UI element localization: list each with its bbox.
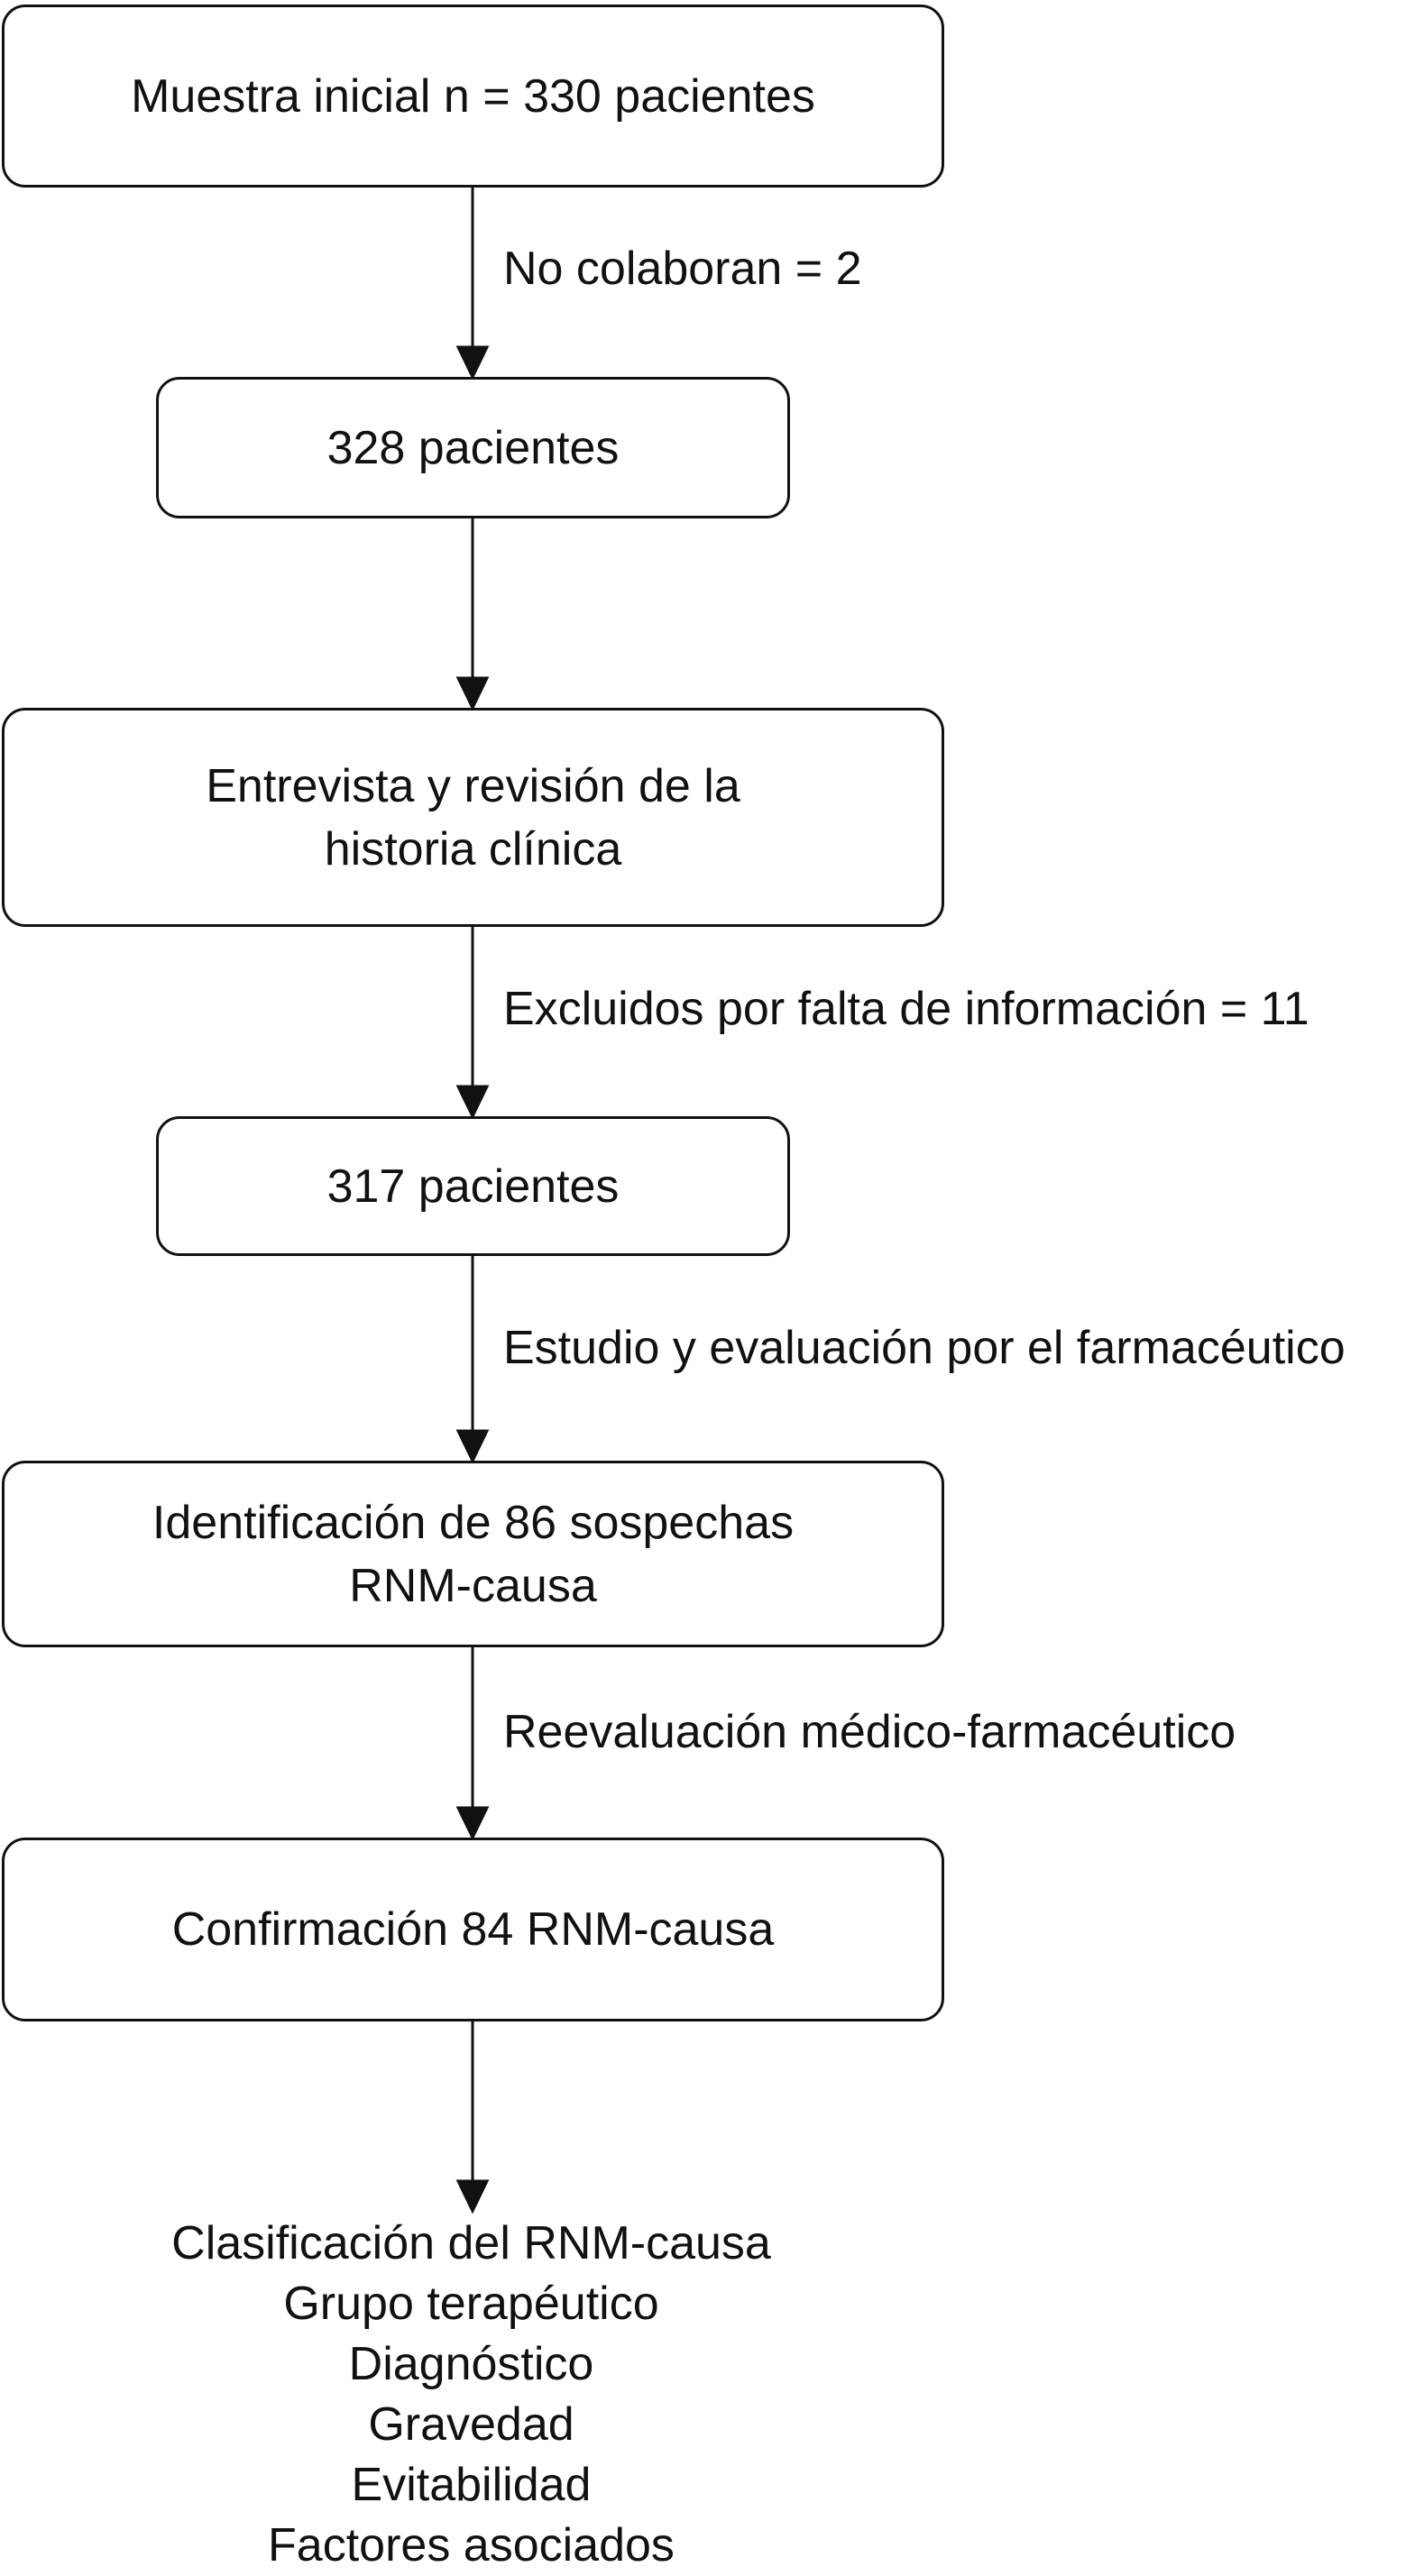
arrowhead-5 <box>455 1806 490 1841</box>
box-patients-328-text: 328 pacientes <box>326 421 620 474</box>
arrowhead-6 <box>455 2179 490 2214</box>
outcome-item: Clasificación del RNM-causa <box>171 2217 771 2269</box>
outcome-item: Diagnóstico <box>348 2338 594 2390</box>
outcome-item: Gravedad <box>368 2398 574 2451</box>
box-identification-line-1: Identificación de 86 sospechas <box>152 1496 795 1549</box>
outcome-item: Grupo terapéutico <box>283 2278 659 2330</box>
box-initial-sample: Muestra inicial n = 330 pacientes <box>2 5 944 188</box>
box-patients-317: 317 pacientes <box>156 1116 790 1256</box>
outcome-item: Evitabilidad <box>351 2459 592 2511</box>
box-initial-sample-text: Muestra inicial n = 330 pacientes <box>131 69 815 123</box>
box-interview-review: Entrevista y revisión de la historia clí… <box>2 708 944 927</box>
box-confirmation-text: Confirmación 84 RNM-causa <box>171 1903 775 1956</box>
box-patients-317-text: 317 pacientes <box>326 1160 620 1213</box>
box-identification-line-2: RNM-causa <box>349 1559 597 1612</box>
arrowhead-1 <box>455 345 490 380</box>
box-interview-review-line-2: historia clínica <box>324 822 622 875</box>
outcome-item: Factores asociados <box>268 2519 675 2571</box>
arrowhead-4 <box>455 1429 490 1464</box>
edge-label-reevaluacion: Reevaluación médico-farmacéutico <box>503 1706 1236 1758</box>
box-patients-328: 328 pacientes <box>156 377 790 518</box>
outcomes-list: Clasificación del RNM-causa Grupo terapé… <box>0 2214 942 2576</box>
box-identification: Identificación de 86 sospechas RNM-causa <box>2 1461 944 1647</box>
edge-label-excluidos: Excluidos por falta de información = 11 <box>503 983 1309 1035</box>
edge-label-no-colaboran: No colaboran = 2 <box>503 243 862 295</box>
arrowhead-2 <box>455 676 490 711</box>
box-interview-review-line-1: Entrevista y revisión de la <box>206 759 740 812</box>
arrowhead-3 <box>455 1085 490 1120</box>
edge-label-estudio-evaluacion: Estudio y evaluación por el farmacéutico <box>503 1322 1346 1374</box>
box-confirmation: Confirmación 84 RNM-causa <box>2 1838 944 2021</box>
